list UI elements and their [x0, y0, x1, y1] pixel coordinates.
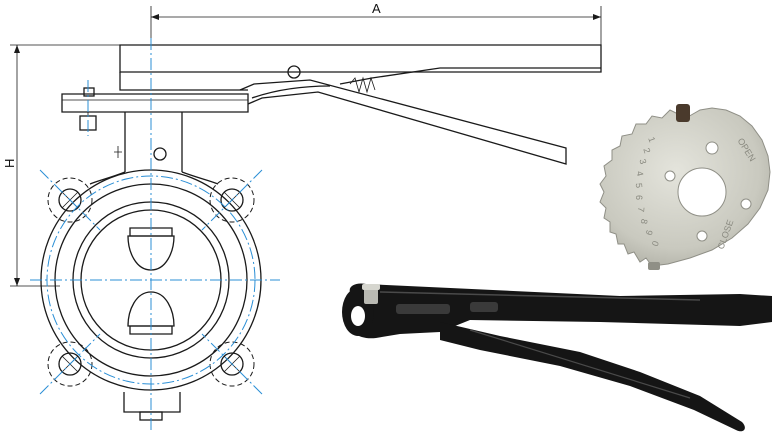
handle-lever-outline	[119, 44, 602, 165]
dimension-h: H	[2, 44, 120, 287]
scale-digit: 8	[639, 218, 650, 225]
scale-digit: 6	[634, 195, 644, 200]
scale-digit: 1	[646, 135, 657, 143]
scale-digit: 7	[636, 207, 646, 213]
cast-iron-handle	[342, 283, 772, 432]
dimension-h-label: H	[2, 159, 17, 168]
scale-digit: 9	[644, 229, 655, 236]
scale-digit: 2	[641, 147, 652, 155]
notch-plate: 1 2 3 4 5 6 7 8 9 0 OPEN CLOSE	[599, 104, 771, 270]
dimension-a: A	[150, 1, 602, 46]
scale-digit: 0	[650, 239, 661, 247]
scale-digit: 5	[634, 183, 644, 189]
notch-plate-scale: 1 2 3 4 5 6 7 8 9 0	[634, 135, 661, 247]
scale-digit: 4	[635, 170, 646, 177]
valve-neck	[89, 112, 219, 185]
scale-digit: 3	[637, 158, 648, 165]
mounting-plate	[61, 87, 249, 131]
valve-technical-drawing: A H	[2, 1, 602, 430]
centerlines	[30, 38, 280, 430]
dimension-a-label: A	[372, 1, 381, 16]
